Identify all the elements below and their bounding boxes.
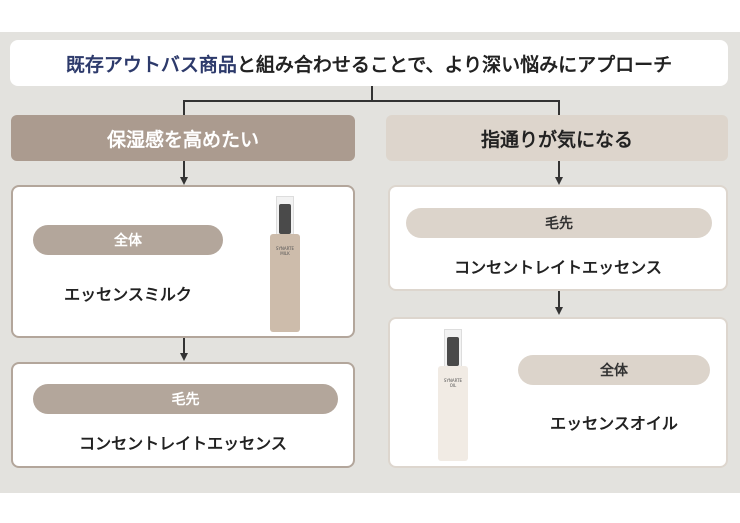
arrow-down-icon <box>180 353 188 361</box>
arrow-line <box>183 338 185 354</box>
category-title: 指通りが気になる <box>480 128 633 151</box>
connector <box>183 100 559 102</box>
category-title: 保湿感を高めたい <box>106 128 259 151</box>
arrow-down-icon <box>555 177 563 185</box>
arrow-line <box>558 161 560 178</box>
product-card-concentrate-essence: 毛先 コンセントレイトエッセンス <box>11 362 355 468</box>
arrow-down-icon <box>180 177 188 185</box>
tag-pill: 全体 <box>33 225 223 255</box>
product-name: コンセントレイトエッセンス <box>454 258 662 277</box>
connector <box>558 100 560 115</box>
tag-pill: 全体 <box>518 355 710 385</box>
tag-pill: 毛先 <box>33 384 338 414</box>
connector <box>183 100 185 115</box>
product-card-concentrate-essence: 毛先 コンセントレイトエッセンス <box>388 185 728 291</box>
headline-text: と組み合わせることで、より深い悩みにアプローチ <box>236 53 673 76</box>
arrow-line <box>183 161 185 178</box>
arrow-down-icon <box>555 307 563 315</box>
category-moisture: 保湿感を高めたい <box>11 115 355 161</box>
connector <box>371 86 373 101</box>
headline: 既存アウトバス商品と組み合わせることで、より深い悩みにアプローチ <box>10 40 728 86</box>
tag-pill: 毛先 <box>406 208 712 238</box>
category-smoothness: 指通りが気になる <box>386 115 728 161</box>
product-name: コンセントレイトエッセンス <box>79 434 287 453</box>
product-name: エッセンスミルク <box>64 285 192 304</box>
headline-highlight: 既存アウトバス商品 <box>65 53 237 76</box>
product-name: エッセンスオイル <box>550 414 678 433</box>
arrow-line <box>558 291 560 308</box>
